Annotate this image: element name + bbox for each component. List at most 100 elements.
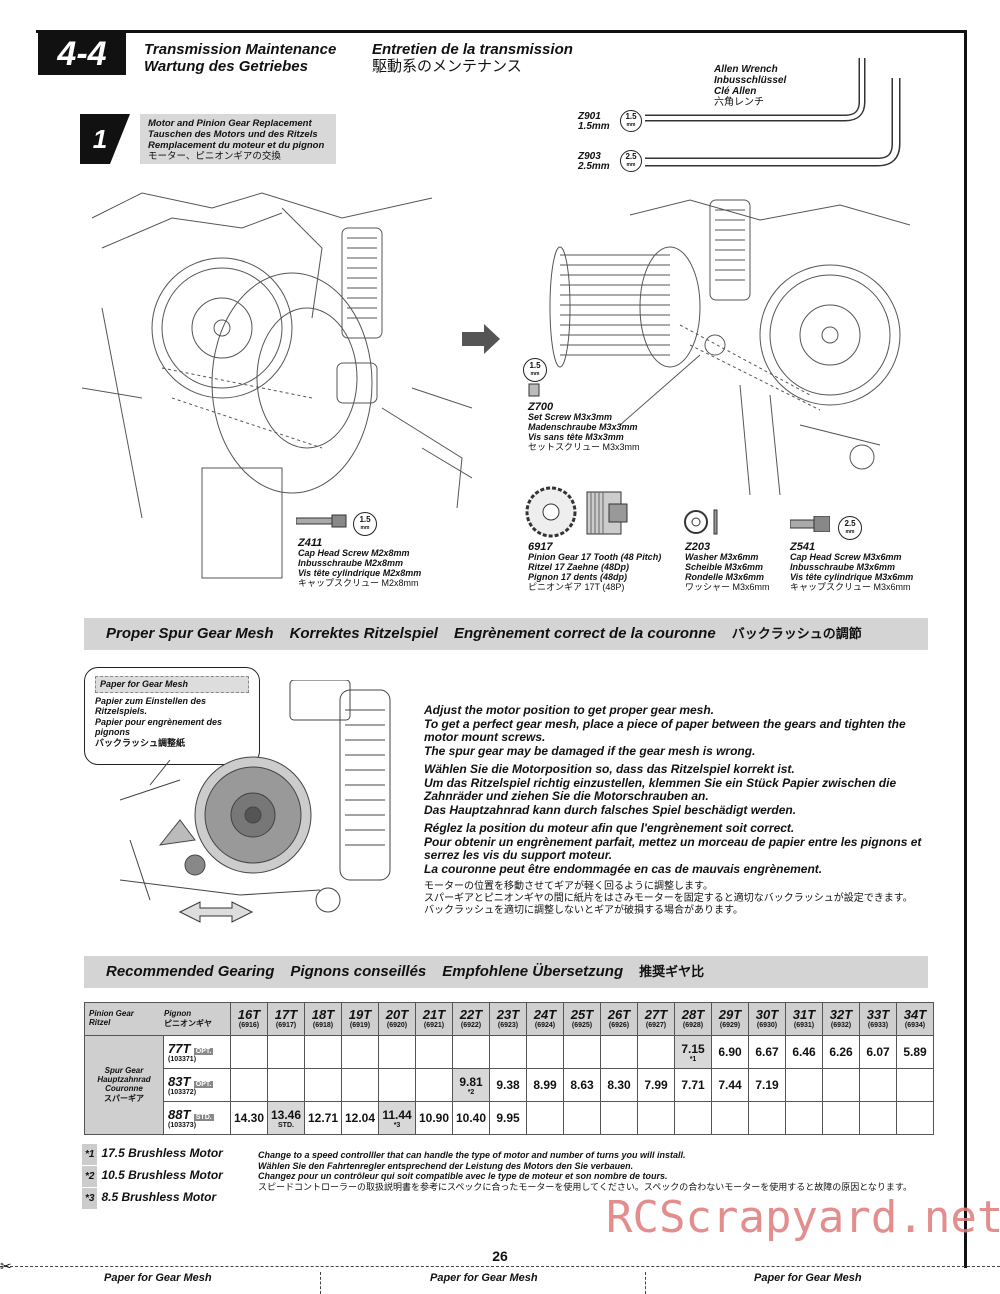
- cell-83-20: [378, 1068, 416, 1102]
- cell-77-22: [452, 1035, 490, 1069]
- cell-88-34: [896, 1101, 934, 1135]
- cell-83-31: [785, 1068, 823, 1102]
- spur-77t-cell: 77T OPT.(103371): [163, 1035, 231, 1069]
- cell-77-31: 6.46: [785, 1035, 823, 1069]
- cell-88-32: [822, 1101, 860, 1135]
- paper-for-gear-mesh-callout: Paper for Gear Mesh Papier zum Einstelle…: [84, 667, 260, 765]
- cell-77-20: [378, 1035, 416, 1069]
- cell-77-21: [415, 1035, 453, 1069]
- page-frame: [36, 30, 967, 1268]
- allen-wrench-illustration: [645, 58, 901, 167]
- cell-88-30: [748, 1101, 786, 1135]
- pinion-col-28: 28T(6928): [674, 1002, 712, 1036]
- cell-83-24: 8.99: [526, 1068, 564, 1102]
- cell-83-17: [267, 1068, 305, 1102]
- cell-77-30: 6.67: [748, 1035, 786, 1069]
- arrow-right-icon: [462, 324, 500, 354]
- cell-83-23: 9.38: [489, 1068, 527, 1102]
- cell-77-26: [600, 1035, 638, 1069]
- gear-mesh-illustration: [120, 680, 391, 923]
- cell-88-29: [711, 1101, 749, 1135]
- cell-83-29: 7.44: [711, 1068, 749, 1102]
- cell-88-26: [600, 1101, 638, 1135]
- cell-83-27: 7.99: [637, 1068, 675, 1102]
- washer-icon: [684, 509, 718, 535]
- cell-88-24: [526, 1101, 564, 1135]
- pinion-col-27: 27T(6927): [637, 1002, 675, 1036]
- cell-88-23: 9.95: [489, 1101, 527, 1135]
- cell-88-33: [859, 1101, 897, 1135]
- cell-88-21: 10.90: [415, 1101, 453, 1135]
- cell-88-16: 14.30: [230, 1101, 268, 1135]
- gear-mesh-instructions: Adjust the motor position to get proper …: [424, 703, 922, 916]
- pinion-col-26: 26T(6926): [600, 1002, 638, 1036]
- pinion-col-25: 25T(6925): [563, 1002, 601, 1036]
- footer-divider-1: [320, 1272, 321, 1294]
- cell-77-24: [526, 1035, 564, 1069]
- pinion-col-30: 30T(6930): [748, 1002, 786, 1036]
- cell-88-25: [563, 1101, 601, 1135]
- cell-83-26: 8.30: [600, 1068, 638, 1102]
- pinion-col-23: 23T(6923): [489, 1002, 527, 1036]
- cell-77-29: 6.90: [711, 1035, 749, 1069]
- cell-88-31: [785, 1101, 823, 1135]
- cell-77-17: [267, 1035, 305, 1069]
- pinion-col-20: 20T(6920): [378, 1002, 416, 1036]
- cell-88-18: 12.71: [304, 1101, 342, 1135]
- pinion-col-31: 31T(6931): [785, 1002, 823, 1036]
- cell-77-16: [230, 1035, 268, 1069]
- motor-install-illustration: [549, 199, 910, 496]
- cell-83-16: [230, 1068, 268, 1102]
- cell-77-19: [341, 1035, 379, 1069]
- pinion-col-16: 16T(6916): [230, 1002, 268, 1036]
- cut-line: [0, 1266, 1000, 1267]
- footer-label-3: Paper for Gear Mesh: [754, 1272, 862, 1284]
- section-number-badge: 4-4: [38, 33, 126, 75]
- cell-77-23: [489, 1035, 527, 1069]
- cell-83-18: [304, 1068, 342, 1102]
- cell-83-28: 7.71: [674, 1068, 712, 1102]
- cell-83-21: [415, 1068, 453, 1102]
- cell-88-19: 12.04: [341, 1101, 379, 1135]
- cell-88-22: 10.40: [452, 1101, 490, 1135]
- cell-83-25: 8.63: [563, 1068, 601, 1102]
- speed-controller-footnote: Change to a speed controlller that can h…: [258, 1150, 913, 1192]
- spur-88t-cell: 88T STD.(103373): [163, 1101, 231, 1135]
- pinion-col-22: 22T(6922): [452, 1002, 490, 1036]
- cell-77-32: 6.26: [822, 1035, 860, 1069]
- z411-screw-icon: [296, 514, 347, 528]
- cell-77-18: [304, 1035, 342, 1069]
- title-jp: 駆動系のメンテナンス: [372, 58, 522, 75]
- cell-77-25: [563, 1035, 601, 1069]
- cell-88-20: 11.44*3: [378, 1101, 416, 1135]
- footer-divider-2: [645, 1272, 646, 1294]
- watermark: RCScrapyard.net: [606, 1192, 1000, 1243]
- pinion-col-19: 19T(6919): [341, 1002, 379, 1036]
- spur-83t-cell: 83T OPT.(103372): [163, 1068, 231, 1102]
- cell-83-32: [822, 1068, 860, 1102]
- footer-label-2: Paper for Gear Mesh: [430, 1272, 538, 1284]
- pinion-col-33: 33T(6933): [859, 1002, 897, 1036]
